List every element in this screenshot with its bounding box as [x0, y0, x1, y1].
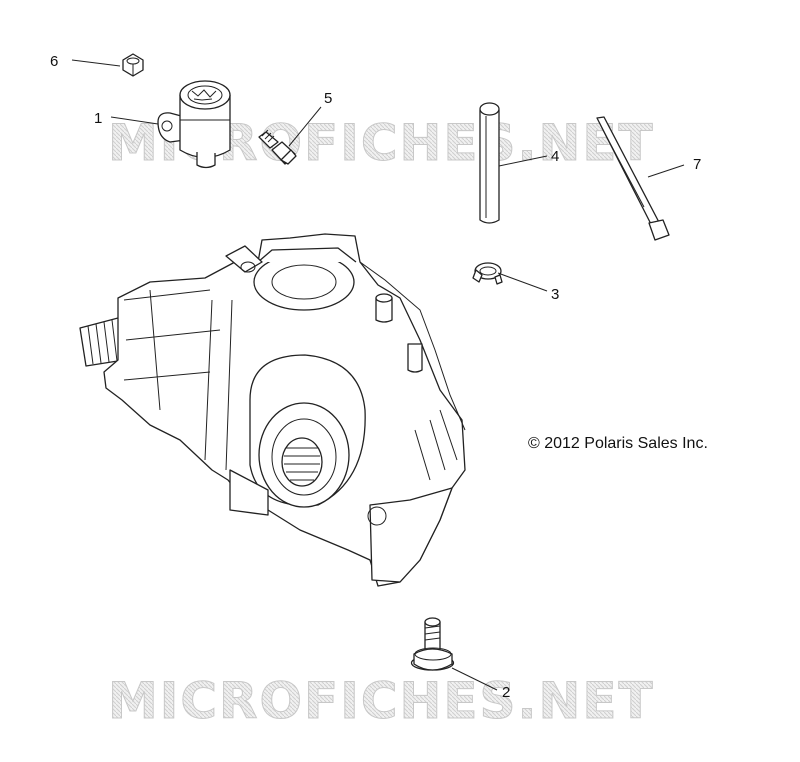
screw-icon[interactable]	[258, 129, 297, 165]
gearcase-icon[interactable]	[79, 233, 466, 587]
nut-icon[interactable]	[122, 53, 144, 77]
callout-4: 4	[551, 148, 559, 165]
watermark-bottom: MICROFICHES.NET	[108, 672, 655, 730]
callout-1: 1	[94, 110, 102, 127]
callout-7: 7	[693, 156, 701, 173]
copyright-text: © 2012 Polaris Sales Inc.	[528, 435, 708, 452]
tie-strap-icon[interactable]	[596, 116, 670, 241]
callout-2: 2	[502, 684, 510, 701]
callout-6: 6	[50, 53, 58, 70]
flange-bolt-icon[interactable]	[410, 617, 455, 671]
hose-clamp-icon[interactable]	[472, 262, 503, 285]
callout-3: 3	[551, 286, 559, 303]
hose-icon[interactable]	[479, 102, 500, 224]
reservoir-icon[interactable]	[157, 80, 231, 169]
callout-5: 5	[324, 90, 332, 107]
